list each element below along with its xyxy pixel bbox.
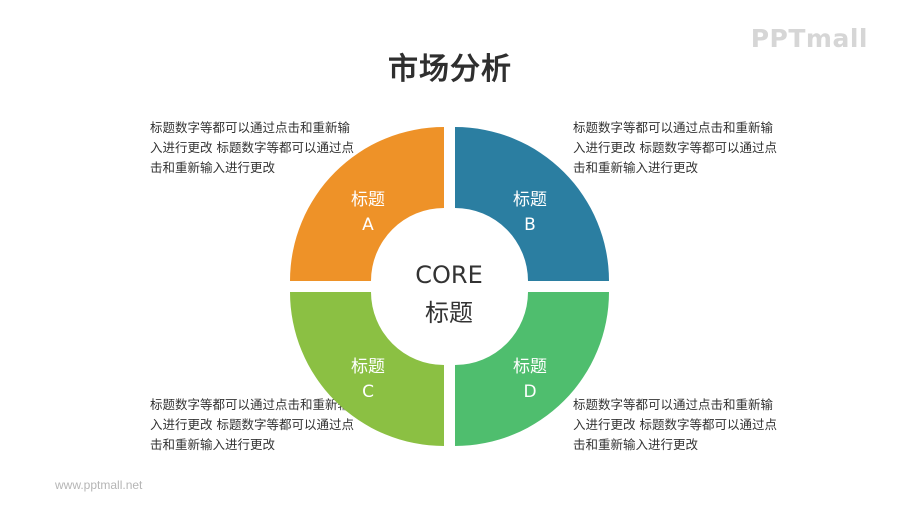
- segment-b-shape: [455, 127, 609, 281]
- description-top-left: 标题数字等都可以通过点击和重新输入进行更改 标题数字等都可以通过点击和重新输入进…: [150, 120, 354, 175]
- description-top-right: 标题数字等都可以通过点击和重新输入进行更改 标题数字等都可以通过点击和重新输入进…: [573, 120, 777, 175]
- segment-c-shape: [290, 292, 444, 446]
- page-title: 市场分析: [388, 52, 512, 87]
- segment-a-shape: [290, 127, 444, 281]
- description-bottom-right: 标题数字等都可以通过点击和重新输入进行更改 标题数字等都可以通过点击和重新输入进…: [573, 397, 777, 452]
- segment-d-shape: [455, 292, 609, 446]
- segment-b-letter: B: [524, 215, 536, 235]
- description-bottom-left: 标题数字等都可以通过点击和重新输入进行更改 标题数字等都可以通过点击和重新输入进…: [150, 397, 354, 452]
- brand-logo: PPTmall: [750, 24, 868, 53]
- core-title: CORE: [415, 261, 483, 289]
- segment-c-letter: C: [362, 382, 374, 402]
- segment-d-letter: D: [523, 382, 536, 402]
- segment-c-title: 标题: [351, 357, 385, 377]
- segment-a-letter: A: [362, 215, 374, 235]
- footer-url: www.pptmall.net: [55, 478, 143, 492]
- segment-a-title: 标题: [351, 190, 385, 210]
- segment-b-title: 标题: [513, 190, 547, 210]
- core-subtitle: 标题: [425, 299, 473, 327]
- segment-d-title: 标题: [513, 357, 547, 377]
